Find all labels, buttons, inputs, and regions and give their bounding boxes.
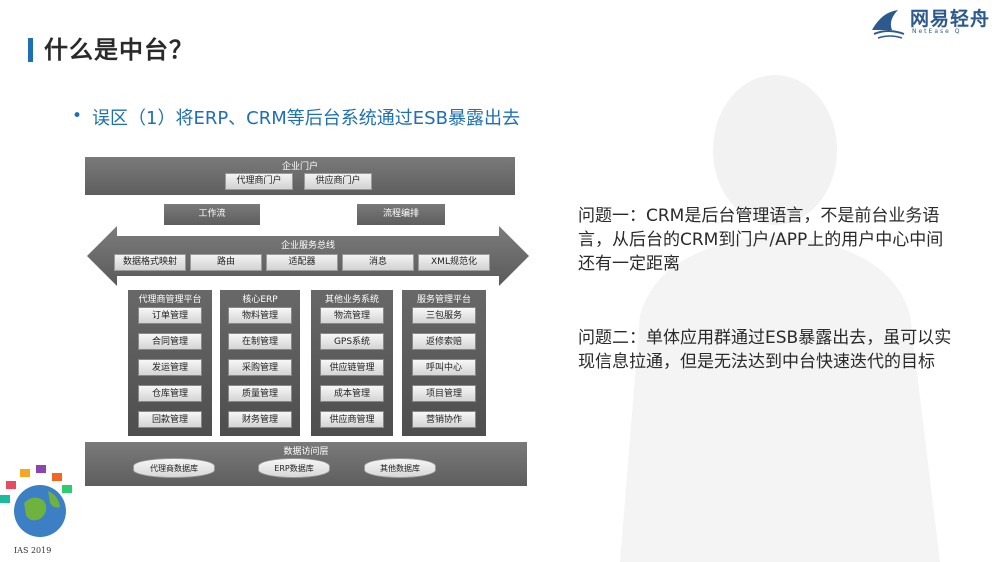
column-cell: 供应商管理 [320, 411, 384, 428]
logo-subtext: NetEase Q [912, 28, 962, 35]
database-erp: ERP数据库 [258, 458, 330, 478]
person-silhouette [620, 75, 940, 562]
esb-item-adapter: 适配器 [266, 254, 338, 271]
column-service-platform: 服务管理平台 三包服务 返修索赔 呼叫中心 项目管理 营销协作 [402, 290, 486, 436]
database-other: 其他数据库 [364, 458, 436, 478]
ias-2019-label: IAS 2019 [14, 546, 52, 555]
column-title: 核心ERP [242, 295, 278, 305]
data-layer-title: 数据访问层 [283, 447, 329, 457]
title-accent-bar [28, 38, 33, 62]
database-agent: 代理商数据库 [133, 458, 215, 478]
column-cell: 订单管理 [138, 307, 202, 324]
column-cell: 物料管理 [228, 307, 292, 324]
column-title: 其他业务系统 [324, 295, 379, 305]
column-cell: 呼叫中心 [412, 359, 476, 376]
column-cell: 三包服务 [412, 307, 476, 324]
column-cell: 返修索赔 [412, 333, 476, 350]
supplier-portal-chip: 供应商门户 [304, 173, 372, 190]
column-cell: 合同管理 [138, 333, 202, 350]
question-two: 问题二：单体应用群通过ESB暴露出去，虽可以实现信息拉通，但是无法达到中台快速迭… [578, 328, 952, 372]
esb-item-mapping: 数据格式映射 [114, 254, 186, 271]
column-cell: 回款管理 [138, 411, 202, 428]
portal-bar: 企业门户 [85, 157, 515, 195]
column-cell: 营销协作 [412, 411, 476, 428]
column-cell: 成本管理 [320, 385, 384, 402]
column-cell: 财务管理 [228, 411, 292, 428]
column-cell: 质量管理 [228, 385, 292, 402]
column-cell: 供应链管理 [320, 359, 384, 376]
column-agent-platform: 代理商管理平台 订单管理 合同管理 发运管理 仓库管理 回款管理 [128, 290, 212, 436]
workflow-box: 工作流 [164, 204, 260, 225]
page-title: 什么是中台？ [44, 36, 194, 64]
logo-text: 网易轻舟 [910, 8, 991, 30]
column-cell: 在制管理 [228, 333, 292, 350]
ias-globe-logo-icon [0, 465, 72, 537]
portal-title: 企业门户 [281, 162, 318, 172]
bullet-dot: • [72, 106, 83, 126]
column-title: 代理商管理平台 [138, 295, 202, 305]
esb-item-xml: XML规范化 [418, 254, 490, 271]
column-cell: 项目管理 [412, 385, 476, 402]
column-cell: 采购管理 [228, 359, 292, 376]
column-other-systems: 其他业务系统 物流管理 GPS系统 供应链管理 成本管理 供应商管理 [311, 290, 393, 436]
esb-item-routing: 路由 [190, 254, 262, 271]
column-cell: 仓库管理 [138, 385, 202, 402]
column-cell: 物流管理 [320, 307, 384, 324]
column-title: 服务管理平台 [416, 295, 471, 305]
agent-portal-chip: 代理商门户 [225, 173, 293, 190]
question-one: 问题一：CRM是后台管理语言，不是前台业务语言，从后台的CRM到门户/APP上的… [578, 206, 944, 274]
esb-title: 企业服务总线 [280, 241, 335, 251]
column-core-erp: 核心ERP 物料管理 在制管理 采购管理 质量管理 财务管理 [220, 290, 300, 436]
column-cell: GPS系统 [320, 333, 384, 350]
esb-item-message: 消息 [342, 254, 414, 271]
column-cell: 发运管理 [138, 359, 202, 376]
slide-subtitle: 误区（1）将ERP、CRM等后台系统通过ESB暴露出去 [92, 108, 520, 129]
netease-qingzhou-logo-icon [872, 10, 905, 39]
orchestration-box: 流程编排 [357, 204, 445, 225]
